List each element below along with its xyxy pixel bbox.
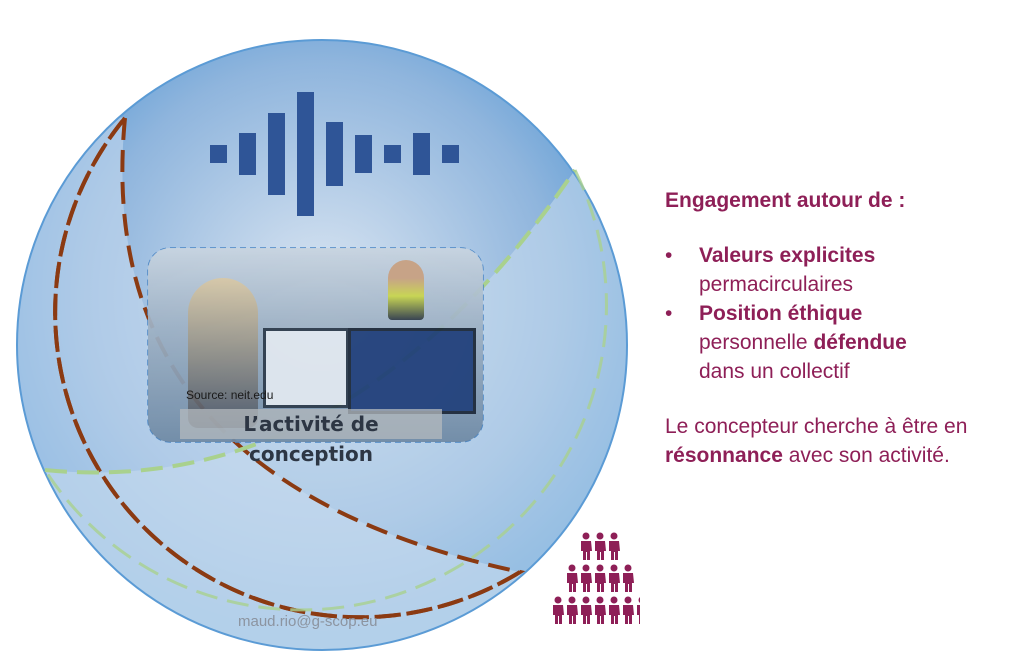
person-head — [596, 564, 604, 572]
person-head — [596, 532, 604, 540]
person-body — [581, 573, 592, 592]
bullet-bold-2: défendue — [813, 331, 907, 354]
photo-person — [188, 278, 258, 428]
resonance-paragraph: Le concepteur cherche à être en résonnan… — [665, 412, 1005, 470]
panel-heading: Engagement autour de : — [665, 189, 906, 212]
footer-email: maud.rio@g-scop.eu — [238, 613, 378, 630]
person-body — [609, 573, 620, 592]
photo-caption: L’activité de conception — [180, 409, 442, 466]
bullet-bold: Position éthique — [699, 302, 863, 325]
para-text: Le concepteur cherche à être en — [665, 415, 968, 438]
bullet-text: personnelle — [699, 331, 808, 354]
bullet-item: • Valeurs explicites permacirculaires — [665, 241, 1005, 299]
green-dashed-outer — [43, 169, 608, 612]
person-body — [581, 541, 592, 560]
photo-source: Source: neit.edu — [186, 388, 274, 402]
photo-screen-right — [348, 328, 476, 414]
person-head — [624, 564, 632, 572]
photo-screen-left — [263, 328, 349, 408]
person-body — [637, 605, 640, 624]
person-head — [624, 596, 632, 604]
person-head — [582, 564, 590, 572]
person-head — [638, 597, 640, 603]
person-body — [623, 605, 634, 624]
person-head — [596, 596, 604, 604]
person-body — [609, 541, 620, 560]
person-head — [568, 564, 576, 572]
text-panel: Engagement autour de : • Valeurs explici… — [665, 186, 1005, 470]
person-body — [609, 605, 620, 624]
person-head — [568, 596, 576, 604]
person-body — [581, 605, 592, 624]
bullet-dot: • — [665, 302, 673, 325]
para-bold: résonnance — [665, 444, 783, 467]
person-body — [595, 605, 606, 624]
person-head — [582, 532, 590, 540]
person-body — [623, 573, 634, 592]
people-group-icon — [553, 532, 640, 624]
person-body — [595, 541, 606, 560]
bullet-text: permacirculaires — [699, 273, 854, 296]
person-head — [610, 564, 618, 572]
person-head — [554, 596, 562, 604]
main-circle-outline — [16, 39, 628, 651]
bullet-bold: Valeurs explicites — [699, 244, 876, 267]
person-body — [567, 573, 578, 592]
person-body — [595, 573, 606, 592]
person-head — [610, 596, 618, 604]
brown-dashed-outer — [53, 116, 522, 620]
para-text-end: avec son activité. — [788, 444, 950, 467]
person-head — [582, 596, 590, 604]
photo-worker — [388, 260, 424, 320]
bullet-dot: • — [665, 244, 673, 267]
sound-wave-icon — [210, 92, 459, 216]
bullet-item: • Position éthique personnelle défendue … — [665, 299, 1005, 386]
bullet-text-2: dans un collectif — [699, 360, 850, 383]
person-head — [610, 532, 618, 540]
person-body — [553, 605, 564, 624]
person-body — [567, 605, 578, 624]
